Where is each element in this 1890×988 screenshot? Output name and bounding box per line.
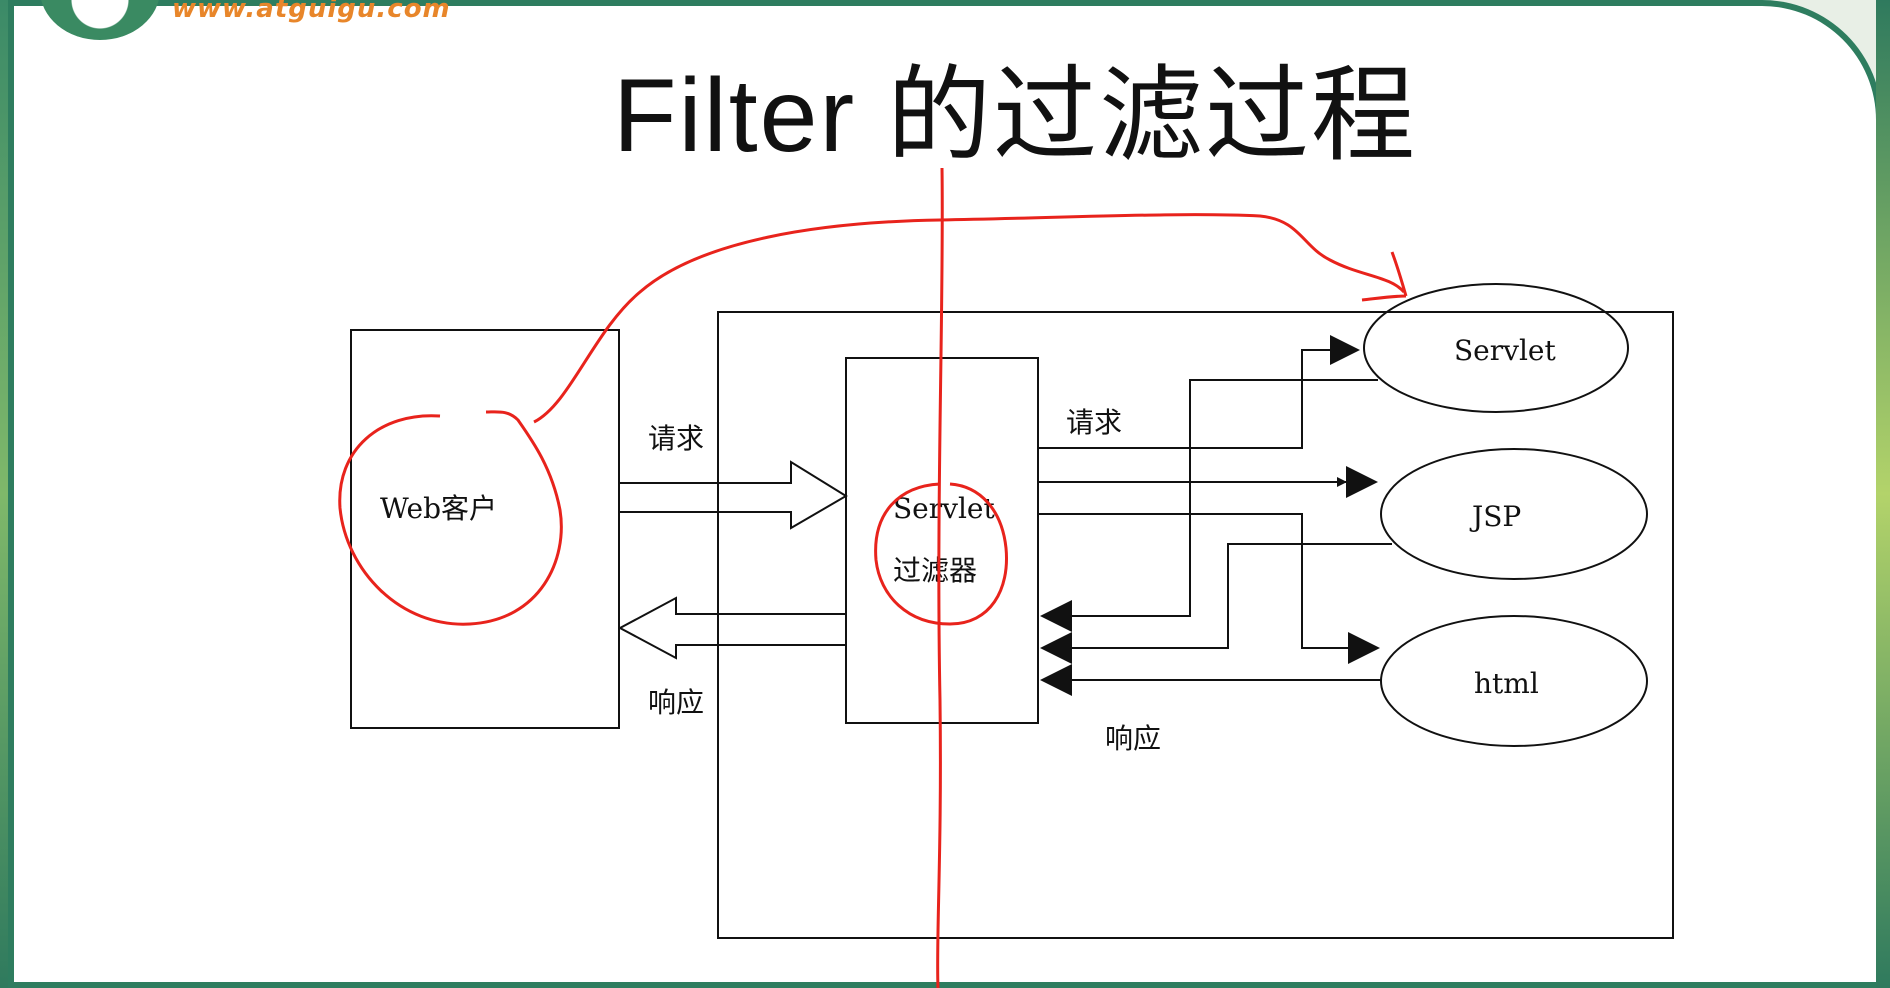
annotation-circle-client xyxy=(338,410,563,626)
left-decor-bar xyxy=(0,0,10,988)
response-label-left: 响应 xyxy=(648,686,704,719)
arrowhead-response-1 xyxy=(1040,600,1072,632)
jsp-target-ellipse xyxy=(1380,448,1648,580)
annotation-vertical-line xyxy=(936,167,944,988)
arrowhead-response-3 xyxy=(1040,664,1072,696)
request-hollow-arrow xyxy=(619,460,848,530)
arrowhead-jsp xyxy=(1346,466,1378,498)
request-label-right: 请求 xyxy=(1066,406,1122,439)
right-decor-bar xyxy=(1876,0,1890,988)
slide-title: Filter 的过滤过程 xyxy=(612,58,1417,174)
target-label-html: html xyxy=(1474,667,1539,700)
request-label-left: 请求 xyxy=(648,422,704,455)
filter-label-line1: Servlet xyxy=(893,492,995,525)
slide-frame xyxy=(8,0,1882,988)
target-label-servlet: Servlet xyxy=(1454,334,1556,367)
arrowhead-servlet xyxy=(1330,335,1360,365)
filter-label-line2: 过滤器 xyxy=(893,554,977,587)
arrowhead-response-2 xyxy=(1040,632,1072,664)
response-from-jsp-line xyxy=(1070,543,1392,649)
annotation-curve-to-servlet xyxy=(533,213,1406,424)
annotation-circle-filter xyxy=(874,482,1009,626)
web-container-box xyxy=(717,311,1674,939)
response-from-servlet-line xyxy=(1070,379,1378,617)
web-client-label: Web客户 xyxy=(380,492,497,525)
response-hollow-arrow xyxy=(617,596,846,660)
request-to-servlet-line xyxy=(1038,345,1355,449)
web-client-box xyxy=(350,329,620,729)
annotation-arrowhead xyxy=(1361,251,1408,302)
target-label-jsp: JSP xyxy=(1469,500,1521,533)
response-label-right: 响应 xyxy=(1105,722,1161,755)
arrowhead-html xyxy=(1348,632,1380,664)
site-url: www.atguigu.com xyxy=(172,0,451,24)
request-to-html-line xyxy=(1038,513,1379,653)
servlet-target-ellipse xyxy=(1363,283,1629,413)
